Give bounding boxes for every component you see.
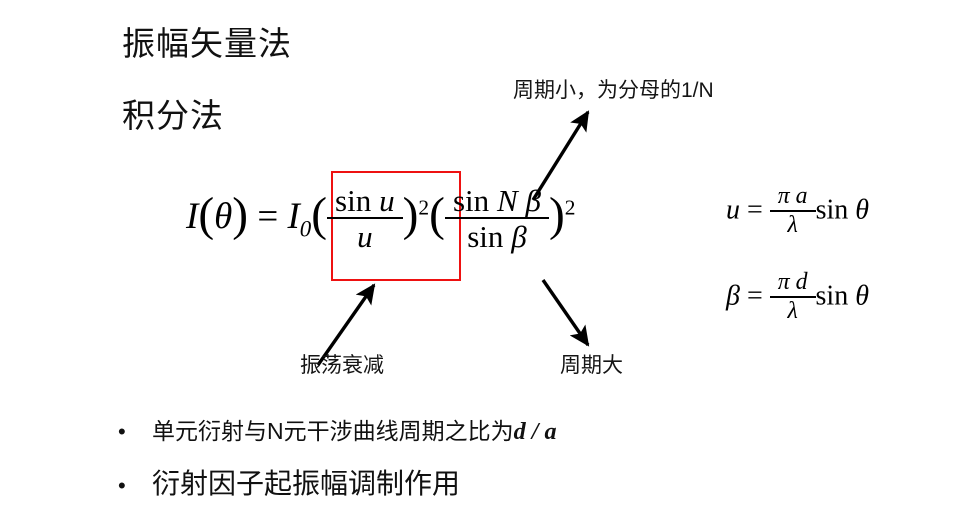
bullet-marker-icon: • [118,473,126,498]
equation-lhs-argument: θ [214,196,233,238]
side-eq-1-numerator: π a [769,184,816,212]
factor1-denominator: u [357,219,373,255]
factor2-denominator-sin: sin [467,219,504,255]
side-eq-1-trig: sin [815,194,849,226]
bullet-marker-icon: • [118,419,126,444]
arrow-to-period-large [541,279,590,347]
side-eq-2-numerator: π d [769,270,816,298]
bullet-item-1: • 单元衍射与N元干涉曲线周期之比为d / a [118,418,557,445]
factor1-close-paren: ) [402,189,419,242]
bullet-item-1-text: 单元衍射与N元干涉曲线周期之比为 [152,418,514,444]
factor1-exponent: 2 [418,195,430,220]
bullet-item-1-math: d / a [513,418,557,445]
factor2-close-paren: ) [548,189,565,242]
bullet-item-1-label: 单元衍射与N元干涉曲线周期之比为d / a [152,418,557,445]
bullet-item-2: • 衍射因子起振幅调制作用 [118,470,460,498]
factor1-numerator: sin u [327,183,403,220]
arrow-to-oscillation-decay [316,283,376,366]
side-eq-2-angle: θ [855,280,869,312]
factor2-numerator-variable: N β [497,183,541,218]
factor2-denominator: sin β [445,219,549,252]
page-title-line-1: 振幅矢量法 [122,25,292,62]
side-eq-1-angle: θ [855,194,870,226]
callout-period-large: 周期大 [560,354,623,377]
bullet-item-2-text: 衍射因子起振幅调制作用 [152,468,461,499]
equation-amplitude-symbol: I [287,196,300,238]
factor2-denominator-variable: β [511,219,527,255]
factor2-numerator: sin N β [444,183,549,220]
bullet-item-2-label: 衍射因子起振幅调制作用 [152,470,460,498]
highlight-box-diffraction-factor [331,171,461,281]
equation-amplitude-subscript: 0 [299,216,312,242]
factor1-numerator-variable: u [379,183,395,218]
equation-lhs-close-paren: ) [232,189,249,242]
side-eq-1-lhs: u [726,194,740,226]
side-eq-2-lhs: β [726,280,740,312]
factor2-exponent: 2 [564,195,576,220]
equation-lhs-function: I [186,196,199,238]
callout-period-small: 周期小，为分母的1/N [513,79,714,102]
factor2-open-paren: ( [429,189,445,242]
side-eq-2-equals: = [746,280,763,312]
factor1-open-paren: ( [311,189,328,242]
equation-lhs-open-paren: ( [198,189,215,242]
page-title-line-2: 积分法 [122,97,224,134]
factor2-numerator-sin: sin [452,183,490,218]
callout-oscillation-decay: 振荡衰减 [300,354,384,377]
side-eq-1-equals: = [747,194,763,226]
side-eq-2-trig: sin [815,280,849,312]
side-eq-2-denominator: λ [787,297,798,324]
side-eq-1-denominator: λ [787,211,798,238]
factor1-numerator-sin: sin [335,183,372,218]
equation-equals-sign: = [257,196,279,238]
